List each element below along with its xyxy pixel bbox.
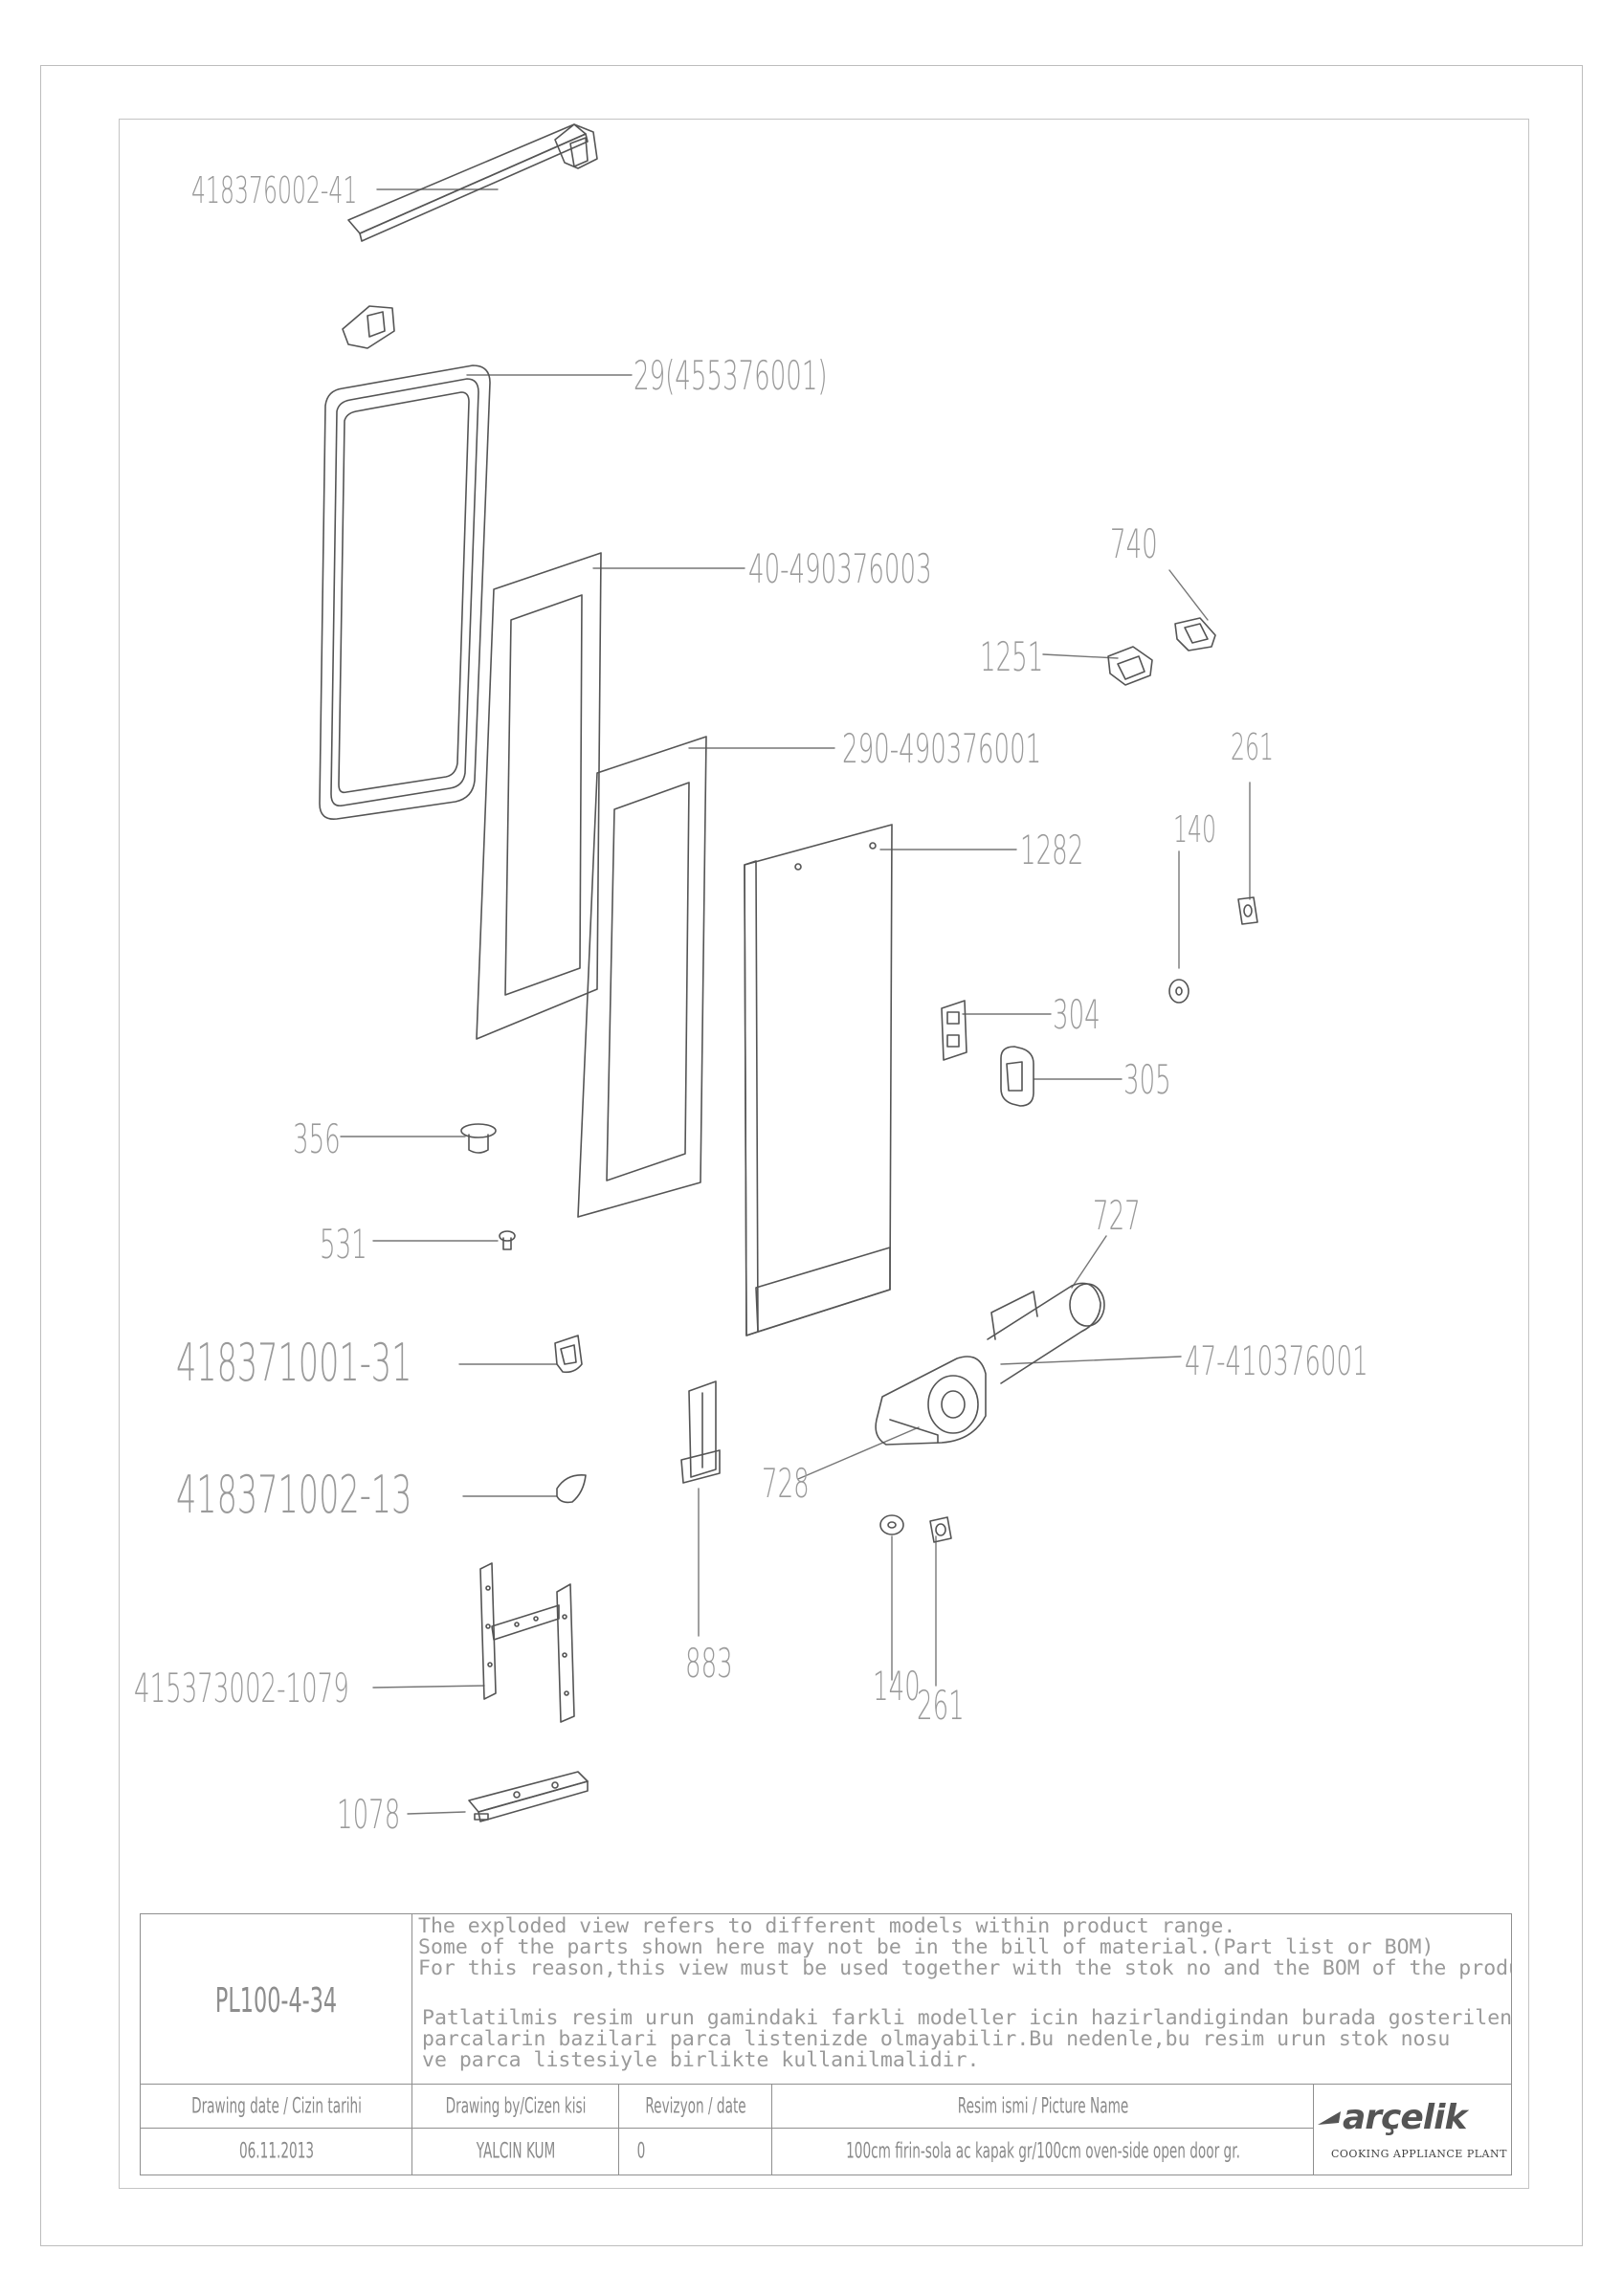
part-label-1251: 1251 — [980, 633, 1044, 680]
part-label-29: 29(455376001) — [634, 352, 828, 399]
part-label-140-lower: 140 — [873, 1663, 921, 1710]
part-label-40-490376003: 40-490376003 — [748, 545, 932, 592]
inner-frame — [119, 119, 1529, 2189]
header-by-cell: Drawing by/Cizen kisi — [412, 2085, 619, 2129]
top-rail-part — [342, 123, 598, 349]
part-label-883: 883 — [685, 1640, 733, 1687]
drawing-code-cell: PL100-4-34 — [141, 1914, 412, 2085]
bracket-418371002-part — [556, 1473, 587, 1504]
nut-261-upper-part — [1237, 896, 1258, 925]
drawing-code: PL100-4-34 — [214, 1981, 338, 2020]
header-date: Drawing date / Cizin tarihi — [190, 2094, 362, 2118]
door-seal-part — [319, 364, 491, 820]
part-label-418376002-41: 418376002-41 — [191, 169, 358, 211]
part-label-305: 305 — [1123, 1056, 1171, 1103]
value-date-cell: 06.11.2013 — [141, 2129, 412, 2175]
inner-glass-part — [476, 552, 602, 1040]
part-label-727: 727 — [1093, 1192, 1141, 1239]
arcelik-logo-mark-icon — [1318, 2111, 1341, 2125]
handle-assembly-part — [875, 1282, 1105, 1446]
frame-415373002-part — [479, 1562, 575, 1723]
part-label-415373002-1079: 415373002-1079 — [134, 1665, 349, 1711]
part-label-1282: 1282 — [1020, 827, 1084, 873]
part-label-418371001-31: 418371001-31 — [176, 1333, 412, 1393]
part-label-140-upper: 140 — [1173, 808, 1216, 850]
value-name: 100cm firin-sola ac kapak gr/100cm oven-… — [845, 2139, 1240, 2164]
part-label-728: 728 — [762, 1460, 810, 1507]
value-rev-cell: 0 — [619, 2129, 772, 2175]
logo-subtitle: COOKING APPLIANCE PLANT — [1331, 2148, 1507, 2160]
part-label-47-410376001: 47-410376001 — [1185, 1337, 1368, 1384]
middle-glass-part — [577, 736, 707, 1218]
bracket-1251-part — [1107, 646, 1153, 686]
note-en-line-2: Some of the parts shown here may not be … — [418, 1935, 1434, 1959]
part-label-290-490376001: 290-490376001 — [842, 725, 1042, 772]
header-rev-cell: Revizyon / date — [619, 2085, 772, 2129]
washer-140-lower-part — [879, 1514, 904, 1535]
part-label-356: 356 — [293, 1115, 341, 1162]
part-label-1078: 1078 — [337, 1791, 401, 1838]
nut-261-lower-part — [929, 1516, 952, 1543]
screw-531-part — [499, 1230, 516, 1250]
part-label-531: 531 — [320, 1221, 367, 1268]
bracket-418371001-part — [554, 1335, 583, 1374]
profile-883-part — [680, 1380, 721, 1484]
washer-140-upper-part — [1168, 979, 1189, 1004]
bracket-1078-part — [468, 1771, 589, 1822]
logo-name: arçelik — [1343, 2098, 1467, 2137]
header-name: Resim ismi / Picture Name — [957, 2094, 1128, 2118]
value-rev: 0 — [636, 2139, 646, 2164]
value-by-cell: YALCIN KUM — [412, 2129, 619, 2175]
value-name-cell: 100cm firin-sola ac kapak gr/100cm oven-… — [772, 2129, 1314, 2175]
disclaimer-cell: The exploded view refers to different mo… — [412, 1914, 1511, 2085]
header-name-cell: Resim ismi / Picture Name — [772, 2085, 1314, 2129]
note-tr-line-3: ve parca listesiyle birlikte kullanilmal… — [422, 2048, 980, 2072]
hinge-304-part — [941, 1000, 967, 1061]
outer-frame — [40, 65, 1583, 2246]
part-label-418371002-13: 418371002-13 — [176, 1465, 412, 1525]
part-label-261-lower: 261 — [917, 1682, 965, 1729]
leader-lines — [340, 188, 1251, 1815]
screw-356-part — [460, 1123, 497, 1154]
value-by: YALCIN KUM — [476, 2139, 555, 2164]
note-en-line-3: For this reason,this view must be used t… — [418, 1956, 1511, 1980]
note-tr-line-2: parcalarin bazilari parca listenizde olm… — [422, 2027, 1451, 2051]
part-label-304: 304 — [1053, 991, 1101, 1038]
note-tr-line-1: Patlatilmis resim urun gamindaki farkli … — [422, 2006, 1511, 2030]
header-date-cell: Drawing date / Cizin tarihi — [141, 2085, 412, 2129]
clip-740-part — [1174, 617, 1216, 651]
part-label-740: 740 — [1110, 520, 1158, 567]
arcelik-logo: arçelik COOKING APPLIANCE PLANT — [1314, 2085, 1511, 2176]
value-date: 06.11.2013 — [238, 2139, 314, 2164]
title-block: PL100-4-34 The exploded view refers to d… — [140, 1913, 1512, 2175]
header-rev: Revizyon / date — [644, 2094, 746, 2118]
header-by: Drawing by/Cizen kisi — [445, 2094, 586, 2118]
door-panel-part — [744, 824, 893, 1336]
cap-305-part — [1000, 1046, 1034, 1107]
note-en-line-1: The exploded view refers to different mo… — [418, 1914, 1236, 1938]
part-label-261-upper: 261 — [1231, 726, 1274, 768]
